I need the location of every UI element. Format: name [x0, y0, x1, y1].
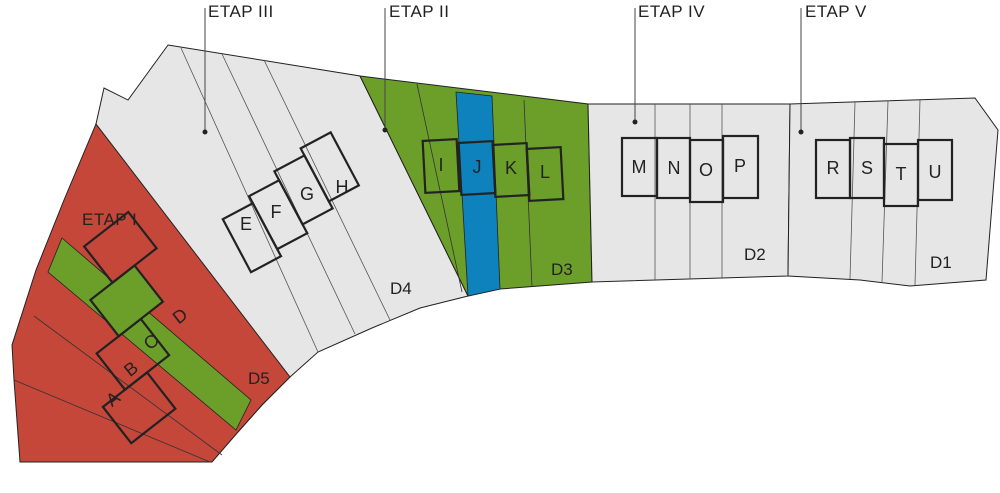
- zone-d3-label: D3: [551, 260, 573, 279]
- plot-u-box[interactable]: [916, 138, 954, 202]
- plot-k-label: K: [505, 158, 517, 178]
- etap-i-label: ETAP I: [82, 210, 137, 229]
- plot-i-box[interactable]: [421, 137, 461, 195]
- etap-iv-marker: [632, 119, 638, 125]
- etap-iv-label: ETAP IV: [638, 2, 705, 21]
- stage-markers: [202, 119, 804, 135]
- plot-j-label: J: [473, 157, 482, 177]
- plot-g-label: G: [300, 184, 314, 204]
- etap-ii-label: ETAP II: [389, 2, 450, 21]
- plot-d-box[interactable]: [82, 210, 159, 285]
- plot-e-label: E: [240, 214, 252, 234]
- plot-p-label: P: [734, 156, 746, 176]
- plot-m-label: M: [632, 157, 647, 177]
- stage-leaders: [204, 8, 802, 132]
- stage-labels: ETAP III ETAP II ETAP IV ETAP V ETAP I: [82, 2, 867, 229]
- plot-f-label: F: [271, 202, 282, 222]
- plot-h-label: H: [336, 177, 349, 197]
- zone-d5-label: D5: [248, 369, 270, 388]
- zone-d1-label: D1: [930, 253, 952, 272]
- zone-d4-label: D4: [390, 279, 412, 298]
- plot-p-box[interactable]: [721, 134, 760, 200]
- etap-iii-marker: [202, 129, 208, 135]
- etap-v-marker: [798, 129, 804, 135]
- plot-o-label: O: [699, 160, 713, 180]
- etap-ii-marker: [382, 127, 388, 133]
- plot-n-label: N: [668, 158, 681, 178]
- plot-i-label: I: [438, 155, 443, 175]
- plot-t-label: T: [896, 164, 907, 184]
- zone-labels: D1 D2 D3 D4 D5: [248, 245, 952, 388]
- plot-u-label: U: [929, 162, 942, 182]
- plot-l-box[interactable]: [525, 145, 565, 203]
- etap-v-label: ETAP V: [805, 2, 867, 21]
- etap-iii-label: ETAP III: [208, 2, 274, 21]
- plot-h-box[interactable]: [299, 130, 361, 203]
- zone-d2-label: D2: [744, 245, 766, 264]
- plot-l-label: L: [540, 162, 550, 182]
- plot-boxes: [82, 130, 954, 445]
- plot-letters: E F G H I J K L M N O P R S T U A B C D: [102, 155, 941, 411]
- d4-plot-dividers: [180, 47, 391, 353]
- plot-s-label: S: [861, 158, 873, 178]
- zone-d1-area[interactable]: [787, 97, 999, 287]
- plot-r-label: R: [827, 158, 840, 178]
- d5-green-strip: [47, 237, 252, 431]
- d5-plot-dividers: [13, 315, 223, 463]
